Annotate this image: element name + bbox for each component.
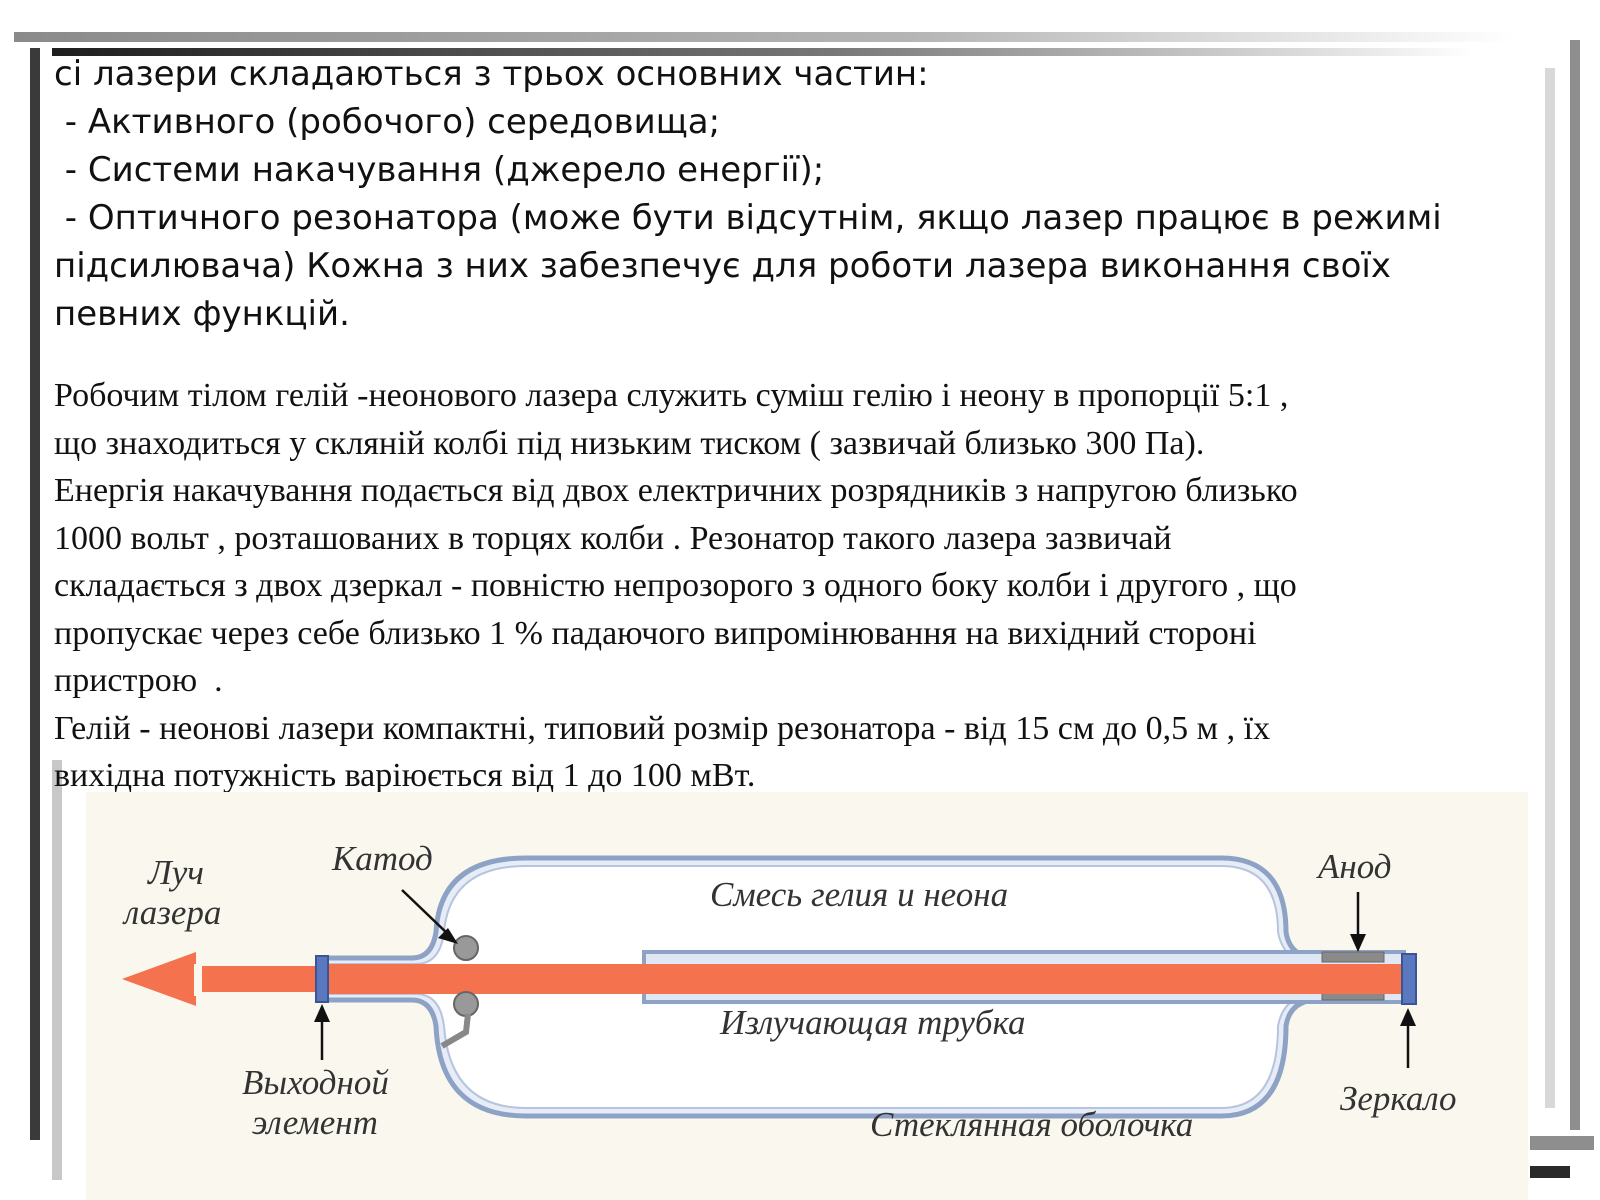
description-line: Енергія накачування подається від двох е…: [54, 472, 1298, 509]
description-line: пропускає через себе близько 1 % падаючо…: [54, 614, 1257, 652]
frame-left-bar: [30, 48, 40, 1140]
intro-line: - Активного (робочого) середовища;: [54, 102, 721, 142]
output-element-label-line1: Выходной: [242, 1063, 389, 1102]
mixture-label: Смесь гелия и неона: [710, 875, 1008, 914]
description-line: вихідна потужність варіюється від 1 до 1…: [54, 757, 756, 794]
output-element-label-line2: элемент: [252, 1103, 378, 1142]
anode-electrode: [1321, 951, 1385, 963]
cathode-pointer-head: [438, 928, 458, 944]
frame-right-bar: [1570, 40, 1580, 1130]
frame-bottom-right-bar: [1530, 1136, 1594, 1150]
mirror-pointer-head: [1400, 1008, 1416, 1026]
cathode-lead: [440, 1013, 471, 1049]
beam-label-line1: Луч: [147, 853, 204, 892]
description-line: Гелій - неонові лазери компактні, типови…: [54, 709, 1271, 747]
cathode-label: Катод: [331, 839, 433, 878]
frame-top-bar: [14, 32, 1514, 42]
beam-label-line2: лазера: [122, 893, 221, 932]
rear-mirror: [1401, 953, 1417, 1005]
description-line: пристрою .: [54, 662, 223, 699]
frame-right-bar-inner: [1545, 68, 1555, 1108]
intro-line: сі лазери складаються з трьох основних ч…: [54, 54, 929, 94]
shell-label: Стеклянная оболочка: [870, 1105, 1193, 1144]
frame-left-bar-inner: [52, 760, 62, 1180]
beam-gap: [194, 964, 202, 996]
mirror-label: Зеркало: [1340, 1079, 1457, 1118]
cathode-electrode: [453, 935, 479, 961]
description-text: Робочим тілом гелій -неонового лазера сл…: [54, 372, 1534, 800]
laser-beam: [322, 964, 1406, 994]
intro-line: - Оптичного резонатора (може бути відсут…: [54, 198, 1442, 238]
description-line: Робочим тілом гелій -неонового лазера сл…: [54, 377, 1289, 414]
cathode-pointer: [401, 889, 451, 937]
intro-line: - Системи накачування (джерело енергії);: [54, 150, 825, 190]
description-line: що знаходиться у скляній колбі під низьк…: [54, 424, 1205, 462]
anode-label: Анод: [1316, 847, 1392, 886]
output-mirror: [315, 955, 329, 1003]
intro-line: певних функцій.: [54, 294, 350, 334]
anode-pointer-head: [1350, 934, 1366, 952]
description-line: складається з двох дзеркал - повністю не…: [54, 567, 1297, 604]
frame-bottom-right-bar-dark: [1530, 1166, 1570, 1178]
laser-diagram: Луч лазера Катод Смесь гелия и неона Ано…: [86, 792, 1528, 1200]
intro-text: сі лазери складаються з трьох основних ч…: [54, 50, 1514, 338]
description-line: 1000 вольт , розташованих в торцях колби…: [54, 519, 1172, 557]
output-pointer-head: [314, 1004, 330, 1022]
frame-top-bar-inner: [52, 48, 1472, 56]
laser-diagram-svg: Луч лазера Катод Смесь гелия и неона Ано…: [122, 839, 1457, 1144]
beam-arrow: [122, 952, 196, 1006]
cathode-electrode: [453, 991, 479, 1017]
laser-beam-out: [202, 966, 326, 992]
intro-line: підсилювача) Кожна з них забезпечує для …: [54, 246, 1391, 286]
tube-label: Излучающая трубка: [719, 1003, 1026, 1042]
